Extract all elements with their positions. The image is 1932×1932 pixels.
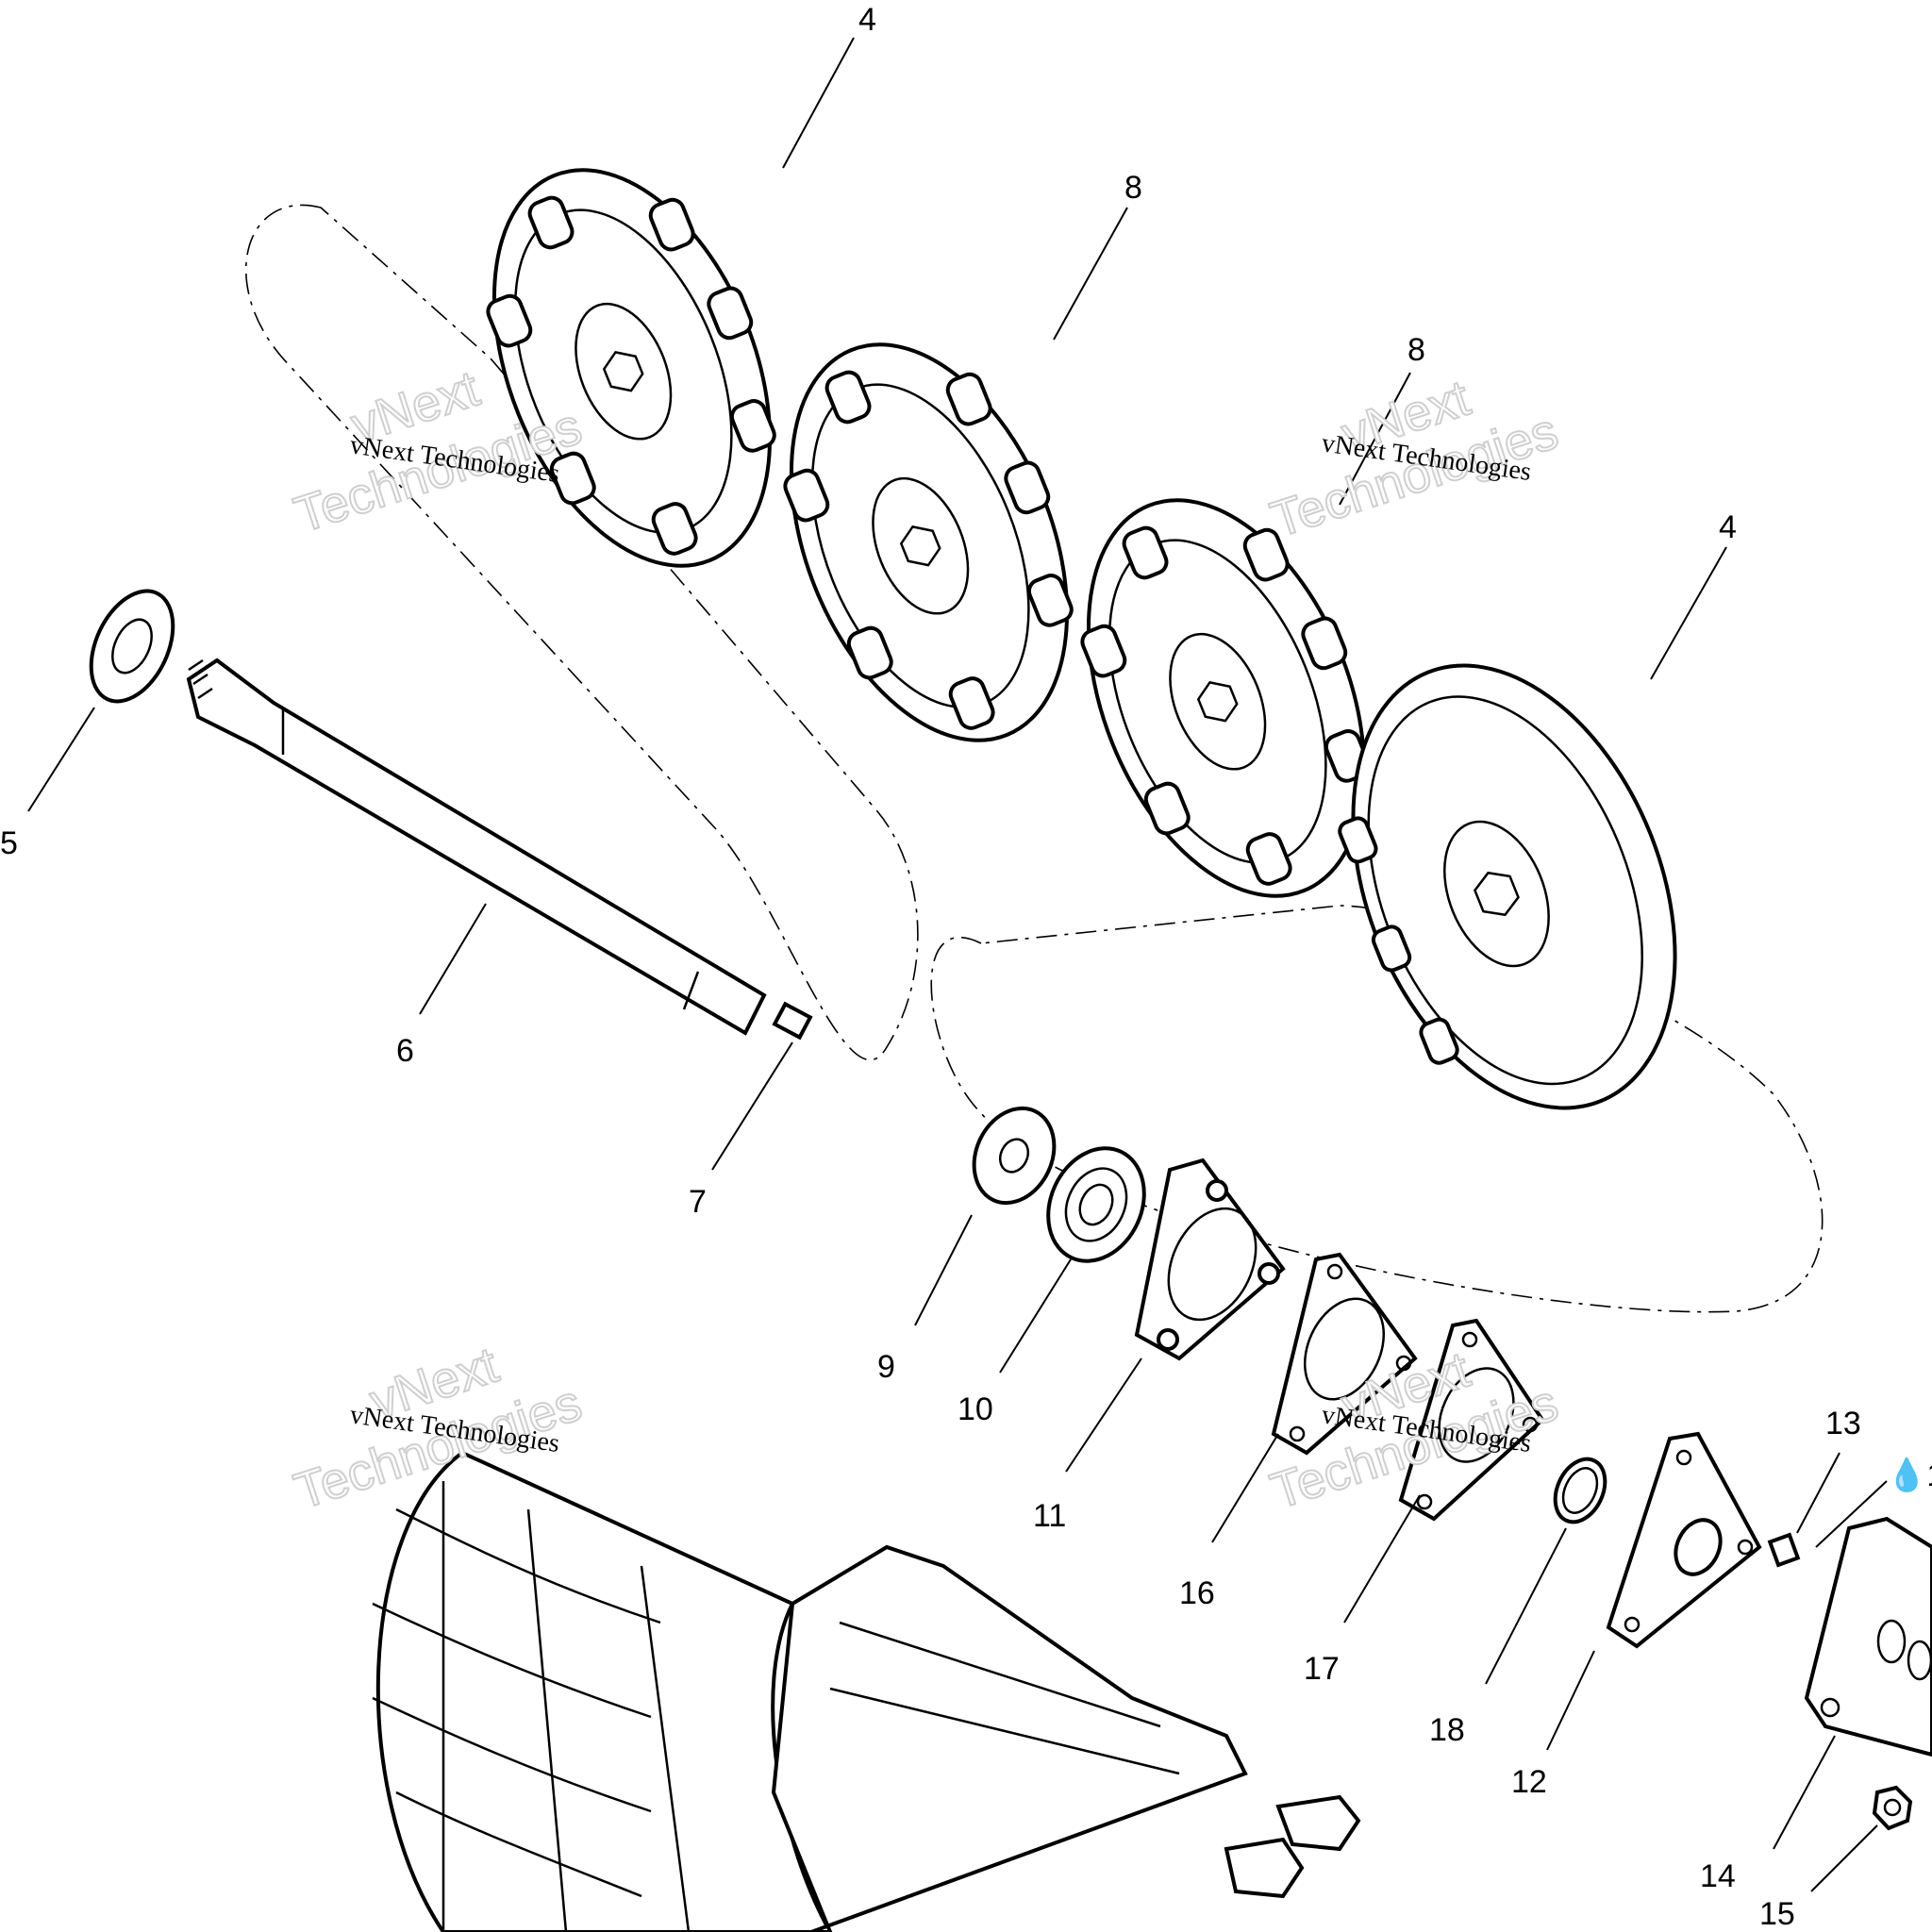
grease-fitting-13 <box>1767 1532 1801 1568</box>
track <box>372 1450 1248 1932</box>
callout-4-right: 4 <box>1719 509 1737 545</box>
callout-11: 11 <box>1033 1498 1066 1534</box>
flange-plate-11 <box>1134 1158 1286 1361</box>
callout-13: 13 <box>1825 1406 1861 1441</box>
washer-5 <box>89 589 175 704</box>
sprocket-8-first <box>783 342 1074 742</box>
callout-15: 15 <box>1759 1896 1795 1932</box>
callout-6: 6 <box>396 1033 414 1069</box>
circlip-18 <box>1553 1457 1607 1524</box>
sprocket-4-top <box>486 168 776 568</box>
callout-4-top: 4 <box>858 2 876 38</box>
drive-shaft-6 <box>186 658 767 1036</box>
sprocket-group-outline <box>244 204 919 1061</box>
bearing-10 <box>1046 1146 1146 1263</box>
sprocket-4-right <box>1338 663 1677 1110</box>
plug-7 <box>772 1001 813 1041</box>
gasket-16 <box>1271 1252 1418 1456</box>
callout-18: 18 <box>1429 1712 1465 1748</box>
callout-8-second: 8 <box>1407 332 1425 368</box>
callout-17: 17 <box>1304 1651 1340 1687</box>
housing-14 <box>1804 1516 1932 1757</box>
oil-drop-icon: 💧 <box>1887 1457 1926 1493</box>
callout-7: 7 <box>689 1184 707 1220</box>
bearing-cover-12 <box>1606 1431 1762 1649</box>
seal-9 <box>972 1106 1057 1206</box>
leader-lines <box>27 37 1888 1892</box>
callout-9: 9 <box>877 1349 895 1385</box>
gasket-17 <box>1398 1318 1545 1522</box>
callout-8-first: 8 <box>1124 170 1142 206</box>
callout-19: 💧19 <box>1887 1457 1932 1493</box>
nut-15 <box>1872 1785 1913 1831</box>
callout-5: 5 <box>0 825 18 861</box>
sprocket-8-second <box>1080 498 1371 898</box>
watermark-top-right: vNext Technologies vNext Technologies <box>1263 369 1565 550</box>
slider-clips <box>1224 1794 1361 1899</box>
callout-14: 14 <box>1700 1858 1736 1894</box>
callout-10: 10 <box>958 1391 993 1427</box>
callout-12: 12 <box>1511 1764 1547 1800</box>
callout-16: 16 <box>1179 1575 1215 1611</box>
